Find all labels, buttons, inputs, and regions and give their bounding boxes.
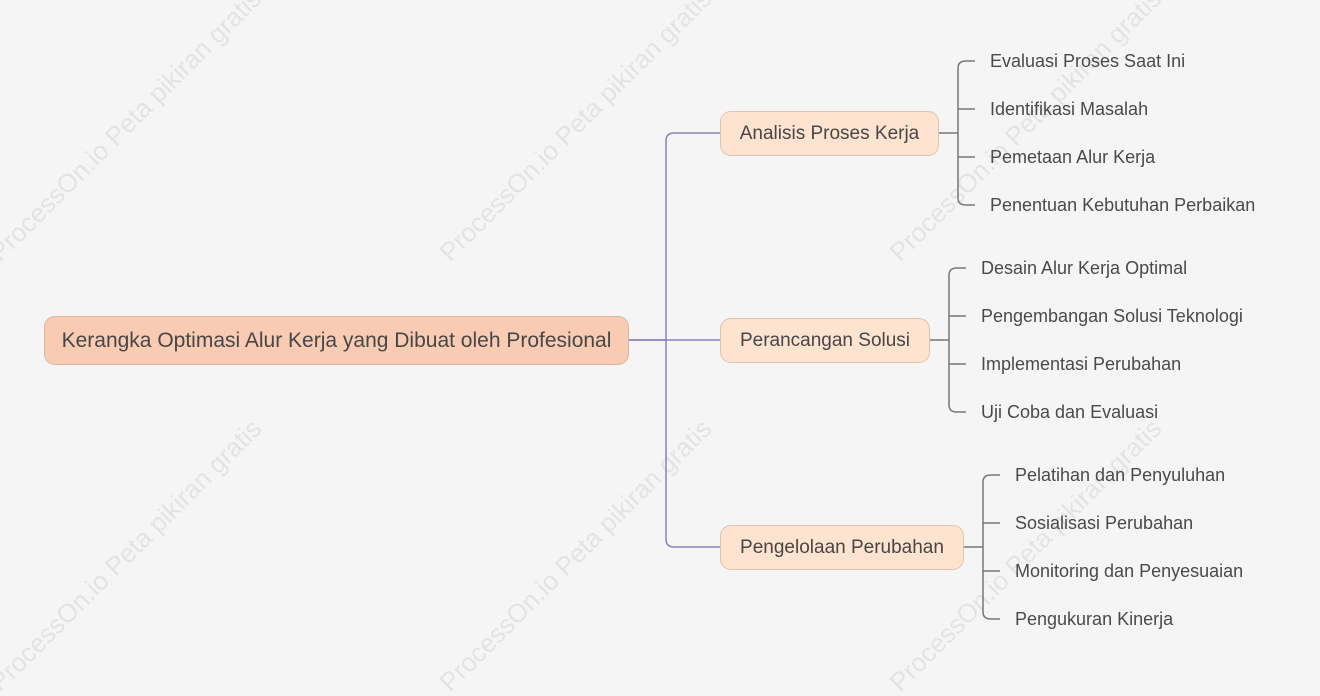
leaf-topic[interactable]: Pengukuran Kinerja: [1015, 609, 1174, 629]
leaf-topic[interactable]: Sosialisasi Perubahan: [1015, 513, 1194, 533]
branch-3-connectors: [963, 474, 1000, 620]
leaf-topic[interactable]: Implementasi Perubahan: [981, 354, 1182, 374]
leaf-topic[interactable]: Identifikasi Masalah: [990, 99, 1149, 119]
leaf-topic[interactable]: Desain Alur Kerja Optimal: [981, 258, 1188, 278]
watermark-text: ProcessOn.io Peta pikiran gratis: [0, 413, 268, 696]
watermark-text: ProcessOn.io Peta pikiran gratis: [0, 0, 268, 268]
leaf-topic[interactable]: Monitoring dan Penyesuaian: [1015, 561, 1244, 581]
leaf-topic[interactable]: Pemetaan Alur Kerja: [990, 147, 1156, 167]
connector-root-branch-3: [665, 340, 721, 548]
leaf-topic[interactable]: Penentuan Kebutuhan Perbaikan: [990, 195, 1256, 215]
root-topic[interactable]: Kerangka Optimasi Alur Kerja yang Dibuat…: [44, 316, 629, 365]
leaf-topic[interactable]: Evaluasi Proses Saat Ini: [990, 51, 1186, 71]
main-connectors: [628, 132, 721, 548]
leaf-topic[interactable]: Pengembangan Solusi Teknologi: [981, 306, 1243, 326]
branch-topic-perancangan[interactable]: Perancangan Solusi: [720, 318, 930, 363]
branch-topic-analisis[interactable]: Analisis Proses Kerja: [720, 111, 939, 156]
watermark-text: ProcessOn.io Peta pikiran gratis: [433, 413, 718, 696]
branch-topic-pengelolaan[interactable]: Pengelolaan Perubahan: [720, 525, 964, 570]
leaf-topic[interactable]: Pelatihan dan Penyuluhan: [1015, 465, 1226, 485]
leaf-topic[interactable]: Uji Coba dan Evaluasi: [981, 402, 1159, 422]
watermark-text: ProcessOn.io Peta pikiran gratis: [433, 0, 718, 268]
branch-1-connectors: [938, 60, 975, 206]
branch-2-connectors: [929, 267, 966, 413]
connector-root-branch-1: [628, 132, 721, 341]
